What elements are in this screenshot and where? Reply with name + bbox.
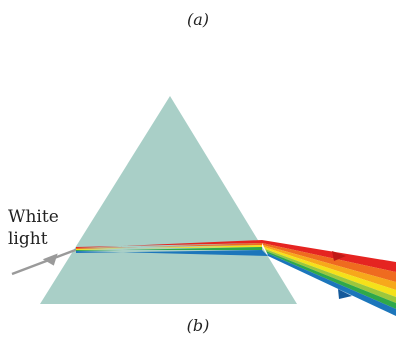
internal-band-blue xyxy=(76,250,268,256)
external-band-orange xyxy=(262,243,396,282)
white-light-line1: White xyxy=(8,207,59,227)
prism xyxy=(40,96,297,304)
incoming-ray xyxy=(11,247,79,276)
external-band-blue xyxy=(267,253,396,316)
external-band-red xyxy=(262,240,396,272)
white-light-label: White light xyxy=(8,206,59,250)
external-band-amber xyxy=(263,245,396,290)
external-band-lime xyxy=(265,249,396,303)
internal-spectrum xyxy=(76,240,268,256)
external-band-green xyxy=(266,251,396,309)
internal-band-green xyxy=(76,247,262,251)
red-arrowhead-icon xyxy=(332,251,346,261)
blue-arrowhead-icon xyxy=(338,289,352,299)
part-a-label: (a) xyxy=(186,10,210,29)
external-band-yellow xyxy=(264,247,396,297)
part-b-label: (b) xyxy=(186,316,210,335)
external-spectrum xyxy=(262,240,396,316)
incoming-ray-arrowhead-icon xyxy=(42,253,58,266)
internal-band-red xyxy=(76,240,262,248)
internal-band-yellow xyxy=(76,245,262,250)
internal-band-orange xyxy=(76,243,262,249)
white-light-line2: light xyxy=(8,229,48,249)
